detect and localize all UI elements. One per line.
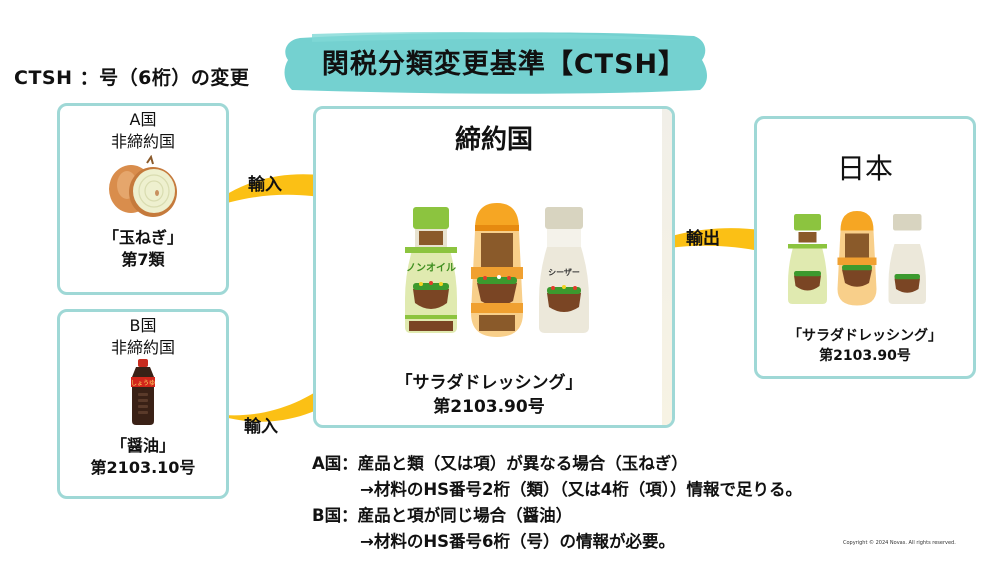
non-oil-bottle-icon: ノンオイル <box>405 207 457 333</box>
explanation-notes: A国：産品と類（又は項）が異なる場合（玉ねぎ） →材料のHS番号2桁（類）（又は… <box>312 451 802 555</box>
party-country-product: 「サラダドレッシング」 <box>395 373 583 393</box>
japan-dressing-bottles-illustration <box>785 211 935 311</box>
country-b-product: 「醤油」 <box>110 436 175 455</box>
sesame-bottle-icon <box>471 203 523 337</box>
caesar-bottle-icon: シーザー <box>539 207 589 333</box>
japan-product: 「サラダドレッシング」 <box>788 328 942 344</box>
country-a-product: 「玉ねぎ」 <box>102 228 183 247</box>
banner-brush-shape <box>284 32 707 94</box>
note-a-condition: A国：産品と類（又は項）が異なる場合（玉ねぎ） <box>312 454 688 473</box>
party-country-title: 締約国 <box>454 125 533 155</box>
country-a-hs-code: 第7類 <box>121 250 165 269</box>
export-label: 輸出 <box>686 229 720 249</box>
dressing-bottles-illustration: ノンオイル <box>401 203 601 347</box>
page-subtitle: CTSH ：号（6桁）の変更 <box>14 67 250 89</box>
card-side-strip <box>662 109 672 425</box>
country-a-status: 非締約国 <box>110 132 175 151</box>
party-country-hs-code: 第2103.90号 <box>433 397 545 417</box>
title-banner: 関税分類変更基準【CTSH】 <box>282 30 712 96</box>
note-a-result: →材料のHS番号2桁（類）（又は4桁（項））情報で足りる。 <box>360 480 802 499</box>
japan-card: 日本 <box>754 116 976 379</box>
sesame-bottle-small-icon <box>837 211 877 306</box>
copyright-text: Copyright © 2024 Novas. All rights reser… <box>843 540 956 546</box>
soy-bottle-label: しょうゆ <box>131 380 155 387</box>
note-b-condition: B国：産品と項が同じ場合（醤油） <box>312 506 573 525</box>
country-a-card: A国 非締約国 「玉ねぎ」 第7類 <box>57 103 229 295</box>
country-b-card: B国 非締約国 しょうゆ 「醤油」 第2103.10号 <box>57 309 229 499</box>
onion-icon <box>109 155 177 217</box>
note-b-result: →材料のHS番号6桁（号）の情報が必要。 <box>360 532 675 551</box>
non-oil-label: ノンオイル <box>406 262 456 274</box>
country-a-name: A国 <box>129 110 157 129</box>
country-b-hs-code: 第2103.10号 <box>90 458 196 477</box>
import-label-a: 輸入 <box>248 175 282 195</box>
import-label-b: 輸入 <box>244 417 278 437</box>
country-b-name: B国 <box>129 316 157 335</box>
japan-title: 日本 <box>836 152 893 185</box>
caesar-label: シーザー <box>548 268 580 277</box>
japan-hs-code: 第2103.90号 <box>819 348 911 364</box>
page-title: 関税分類変更基準【CTSH】 <box>321 49 687 80</box>
country-b-status: 非締約国 <box>110 338 175 357</box>
non-oil-bottle-small-icon <box>788 214 827 304</box>
caesar-bottle-small-icon <box>888 214 926 304</box>
export-arrow <box>624 210 805 272</box>
soy-sauce-bottle-icon: しょうゆ <box>131 359 155 425</box>
party-country-card: 締約国 ノンオイル <box>313 106 675 428</box>
